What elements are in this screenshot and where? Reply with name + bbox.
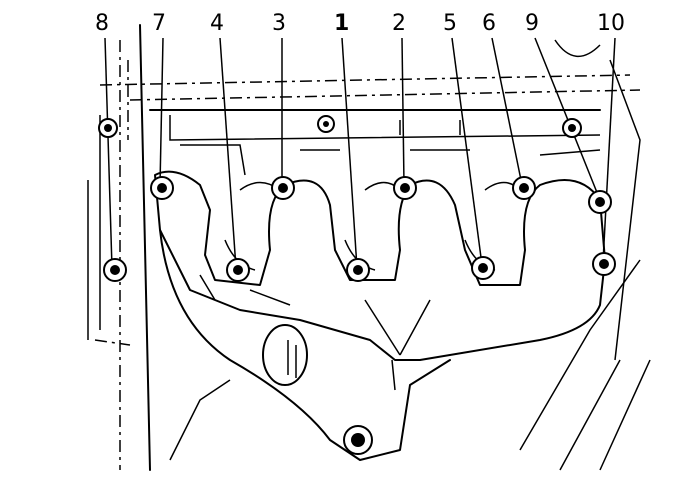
leader-4 — [219, 37, 237, 269]
bolt-3 — [271, 176, 295, 200]
callout-5: 5 — [443, 11, 457, 36]
engine-head-outline — [87, 24, 651, 471]
leader-2 — [401, 37, 405, 186]
leader-1 — [341, 37, 358, 269]
bolt-7 — [150, 176, 174, 200]
leader-5 — [451, 37, 483, 266]
exhaust-manifold — [154, 170, 606, 461]
leader-6 — [491, 37, 523, 186]
callout-labels: 8 7 4 3 1 2 5 6 9 10 — [95, 11, 625, 36]
callout-1: 1 — [334, 11, 349, 36]
bolt-9 — [588, 190, 612, 214]
leader-lines — [104, 37, 616, 269]
stud-top-left — [98, 118, 118, 138]
bolt-4 — [226, 258, 250, 282]
leader-7 — [159, 37, 164, 186]
stud-top-mid — [317, 115, 335, 133]
callout-9: 9 — [525, 11, 539, 36]
bolt-6 — [512, 176, 536, 200]
callout-10: 10 — [597, 11, 625, 36]
bolt-10 — [592, 252, 616, 276]
bolt-5 — [471, 256, 495, 280]
stud-top-right — [562, 118, 582, 138]
bolt-8 — [103, 258, 127, 282]
callout-8: 8 — [95, 11, 109, 36]
callout-6: 6 — [482, 11, 496, 36]
bolt-1 — [346, 258, 370, 282]
leader-10 — [602, 37, 616, 263]
leader-9 — [534, 37, 601, 201]
leader-8 — [104, 37, 113, 269]
callout-4: 4 — [210, 11, 224, 36]
callout-7: 7 — [152, 11, 166, 36]
bolt-2 — [393, 176, 417, 200]
collector-nut — [343, 425, 373, 455]
bolts — [98, 115, 616, 455]
callout-2: 2 — [392, 11, 406, 36]
callout-3: 3 — [272, 11, 286, 36]
